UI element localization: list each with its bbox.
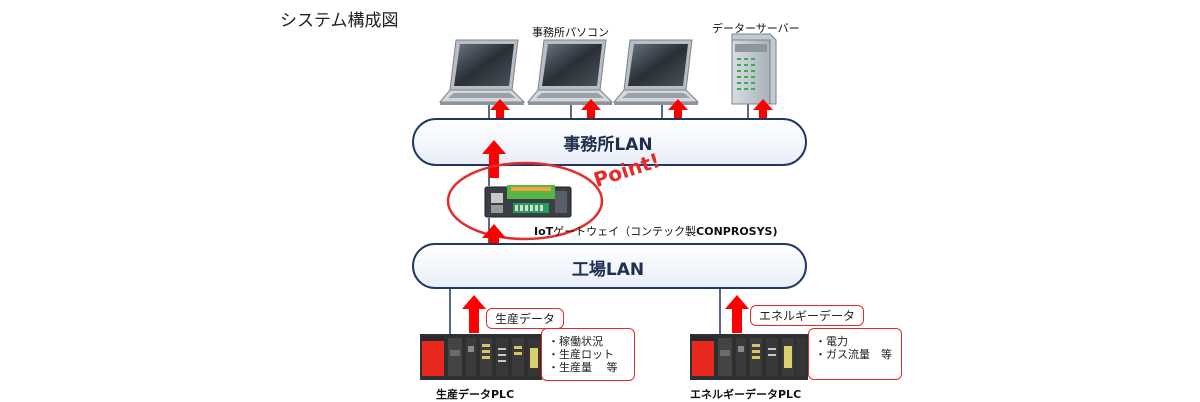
production-plc-icon [420,334,542,380]
upload-arrow-icon [725,295,749,333]
office-pc-icon [613,39,699,106]
gateway-label-brand: CONPROSYS) [696,225,778,238]
data-server-icon [731,33,777,105]
office-lan-label: 事務所LAN [563,135,653,155]
iot-gateway-label: IoTゲートウェイ（コンテック製CONPROSYS) [534,223,778,239]
energy-data-tag: エネルギーデータ [750,305,865,326]
office-lan-bus [412,118,807,166]
office-pc-icon [527,39,613,106]
page-title: システム構成図 [280,11,399,31]
energy-plc-label: エネルギーデータPLC [690,388,802,401]
office-pc-icon [439,39,525,106]
energy-data-details: ・電力 ・ガス流量 等 [808,328,902,380]
energy-item: ・ガス流量 等 [815,348,892,361]
upload-arrow-icon [462,295,486,333]
production-data-details: ・稼働状況 ・生産ロット ・生産量 等 [541,328,635,381]
office-pc-label: 事務所パソコン [532,26,609,39]
point-highlight-ellipse [446,161,604,241]
production-plc-label: 生産データPLC [436,388,515,401]
energy-plc-icon [690,334,808,380]
gateway-label-rest: ゲートウェイ（コンテック製 [553,225,697,238]
energy-item: ・電力 [815,335,848,348]
data-server-label: データーサーバー [712,22,800,35]
production-data-tag: 生産データ [486,308,565,329]
factory-lan-label: 工場LAN [571,260,645,280]
production-item: ・生産量 等 [548,361,618,374]
iot-gateway-device-icon [484,185,572,218]
factory-lan-bus [412,243,807,289]
production-item: ・生産ロット [548,348,614,361]
production-item: ・稼働状況 [548,335,603,348]
gateway-label-prefix: IoT [534,225,554,238]
